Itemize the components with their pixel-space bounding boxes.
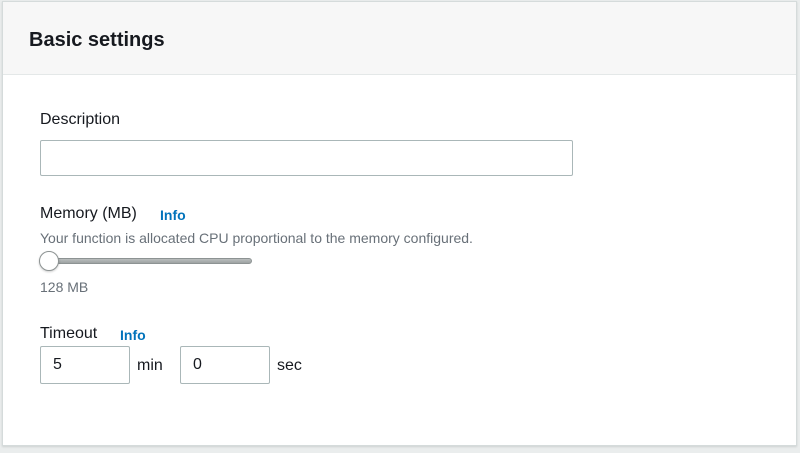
timeout-label: Timeout [40,325,98,342]
memory-slider-track[interactable] [40,258,252,264]
memory-value: 128 MB [40,279,89,295]
memory-slider-thumb[interactable] [39,251,59,271]
basic-settings-panel: Basic settings [2,1,797,446]
minutes-unit-label: min [137,357,163,374]
panel-header: Basic settings [3,2,796,75]
memory-hint: Your function is allocated CPU proportio… [40,230,473,246]
seconds-unit-label: sec [277,357,302,374]
memory-info-link[interactable]: Info [160,207,186,223]
panel-title: Basic settings [29,29,165,51]
description-input[interactable] [40,140,573,176]
timeout-minutes-input[interactable] [40,346,130,384]
timeout-info-link[interactable]: Info [120,327,146,343]
description-label: Description [40,111,121,128]
memory-label: Memory (MB) [40,205,137,222]
timeout-seconds-input[interactable] [180,346,270,384]
